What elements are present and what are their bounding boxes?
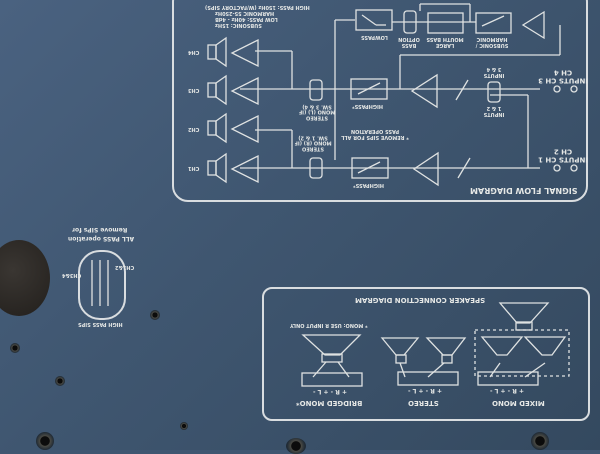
highpass-label: HIGHPASS* [352, 103, 384, 109]
grille-ch12: CH1&2 [115, 264, 135, 270]
screw-hole [10, 343, 20, 353]
grille-bottom-label: HIGH PASS SIPS [78, 321, 123, 327]
spec-line: HARMONIC 55-250Hz [215, 10, 275, 16]
grille-ch34: CH3&4 [62, 272, 82, 278]
speaker-connection-diagram [262, 287, 590, 421]
switch-label: INPUTS 1 & 2 [483, 105, 505, 118]
remove-sips-note: * REMOVE SIPS FOR ALL PASS OPERATION [341, 128, 409, 141]
inputs-label: INPUTS CH 3 CH 4 [538, 68, 588, 85]
inputs-label: INPUTS CH 1 CH 2 [538, 147, 588, 164]
signal-flow-diagram [172, 0, 588, 202]
screw-hole [180, 422, 188, 430]
mode-stereo: STEREO [408, 399, 439, 407]
channel-label: CH1 [188, 165, 200, 171]
terminal-label: + R - + L - [408, 387, 442, 394]
mono-note: * MONO: USE R INPUT ONLY [290, 322, 368, 328]
terminal-label: + R - + L - [490, 387, 524, 394]
mode-bridged-mono: BRIDGED MONO* [296, 399, 363, 407]
large-mouth-bass-label: LARGE MOUTH BASS [426, 36, 464, 49]
screw-hole [36, 432, 54, 450]
foam-plug [0, 240, 50, 316]
lowpass-label: LOWPASS [361, 34, 388, 40]
channel-label: CH2 [188, 126, 200, 132]
screw-hole [150, 310, 160, 320]
screw-hole [55, 376, 65, 386]
grille-note: Remove SIPs for [72, 226, 128, 233]
bass-option-label: BASS OPTION [398, 36, 420, 49]
signal-flow-title: SIGNAL FLOW DIAGRAM [470, 186, 578, 195]
subsonic-harmonic-label: SUBSONIC / HARMONIC [475, 36, 509, 49]
sip-slot-grille [78, 250, 126, 320]
mode-mixed-mono: MIXED MONO [492, 399, 545, 407]
spec-line: HIGH PASS: 150Hz (W/FACTORY SIPS) [205, 4, 310, 10]
speaker-diagram-title: SPEAKER CONNECTION DIAGRAM [355, 296, 486, 304]
switch-label: INPUTS 3 & 4 [483, 66, 505, 79]
channel-label: CH3 [188, 87, 200, 93]
spec-line: SUBSONIC: 15Hz [215, 22, 262, 28]
stereo-mono-label: STEREO MONO (L) (IF SW. 3 & 4) [298, 103, 336, 121]
grille-note: ALL PASS operation [68, 235, 135, 242]
channel-label: CH4 [188, 49, 200, 55]
terminal-label: + R - + L - [313, 388, 347, 395]
screw-hole [286, 438, 306, 454]
spec-line: LOW PASS: 40Hz - 4dB [215, 16, 278, 22]
stereo-mono-label: STEREO MONO (R) (IF SW. 1 & 2) [294, 134, 332, 152]
highpass-label: HIGHPASS* [353, 182, 385, 188]
screw-hole [531, 432, 549, 450]
